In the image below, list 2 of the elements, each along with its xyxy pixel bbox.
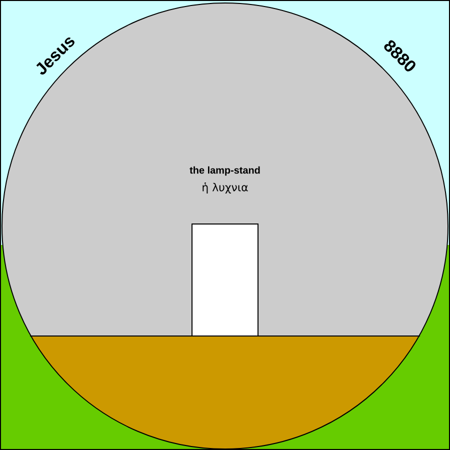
text-label: the lamp-stand xyxy=(190,166,260,176)
text-label: ἡ λυχνια xyxy=(202,182,248,194)
